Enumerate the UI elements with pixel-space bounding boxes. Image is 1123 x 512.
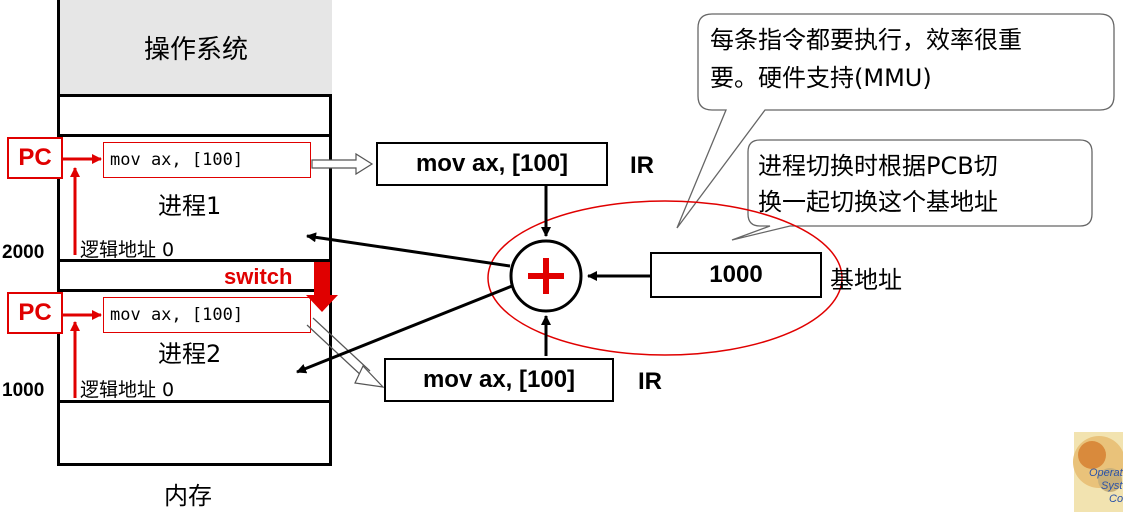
switch-label: switch <box>224 264 293 289</box>
memory-divider <box>57 134 332 137</box>
adder-to-process2-arrow <box>296 284 513 374</box>
adder-to-process1-arrow <box>306 232 511 268</box>
svg-text:Syst: Syst <box>1101 480 1123 492</box>
ir-bottom: mov ax, [100] <box>384 358 614 402</box>
os-label: 操作系统 <box>143 34 248 65</box>
fetch-arrow-bottom <box>306 317 385 388</box>
callout-middle-line1: 进程切换时根据PCB切 <box>758 152 998 180</box>
pc-label: PC <box>18 144 52 171</box>
callout-top-line2: 要。硬件支持(MMU) <box>710 64 932 92</box>
pc-register-1: PC <box>7 137 63 179</box>
logo-icon: Operati Syst Co <box>1073 432 1123 512</box>
process1-base-address: 2000 <box>2 242 45 263</box>
callout-top-bubble <box>676 13 1115 229</box>
memory-divider <box>57 259 332 262</box>
ir-bottom-label: IR <box>638 368 662 395</box>
process1-label: 进程1 <box>158 192 222 220</box>
instruction-text: mov ax, [100] <box>110 150 244 170</box>
mmu-ellipse <box>487 200 843 356</box>
base-register: 1000 <box>650 252 822 298</box>
os-region: 操作系统 <box>60 0 332 97</box>
memory-caption: 内存 <box>164 482 212 510</box>
callout-middle-bubble <box>731 139 1093 241</box>
base-register-label: 基地址 <box>830 266 902 294</box>
svg-text:Operati: Operati <box>1089 467 1123 479</box>
memory-divider <box>57 400 332 403</box>
ir-top-instruction: mov ax, [100] <box>415 150 569 177</box>
ir-top-label: IR <box>630 152 654 179</box>
process2-instruction: mov ax, [100] <box>103 297 311 333</box>
ir-bottom-instruction: mov ax, [100] <box>422 366 576 393</box>
process2-label: 进程2 <box>158 340 222 368</box>
callout-middle-line2: 换一起切换这个基地址 <box>758 188 998 216</box>
ir-top: mov ax, [100] <box>376 142 608 186</box>
process1-logical-address: 逻辑地址 0 <box>80 239 175 261</box>
instruction-text: mov ax, [100] <box>110 305 244 325</box>
process1-instruction: mov ax, [100] <box>103 142 311 178</box>
svg-text:Co: Co <box>1109 493 1123 505</box>
pc-label: PC <box>18 299 52 326</box>
base-register-value: 1000 <box>709 261 763 288</box>
switch-arrow <box>306 262 338 312</box>
callout-top-line1: 每条指令都要执行，效率很重 <box>710 26 1022 54</box>
plus-icon <box>528 258 564 294</box>
fetch-arrow-top <box>311 152 374 176</box>
memory-divider <box>57 289 332 292</box>
process2-base-address: 1000 <box>2 380 45 401</box>
pc-register-2: PC <box>7 292 63 334</box>
process2-logical-address: 逻辑地址 0 <box>80 379 175 401</box>
